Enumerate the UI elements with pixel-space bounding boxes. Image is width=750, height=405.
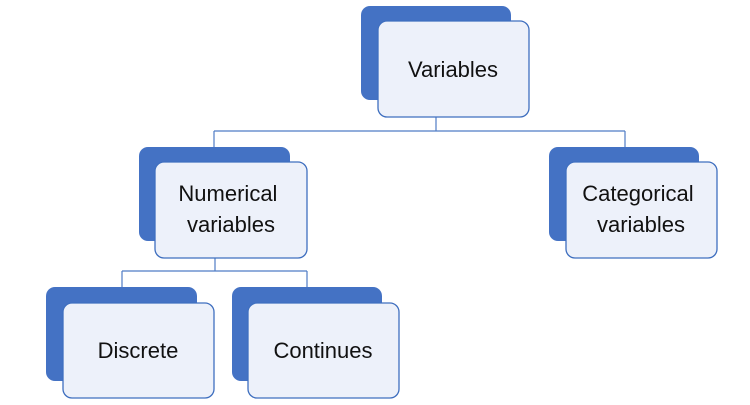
node-continues-label: Continues: [273, 338, 372, 363]
node-discrete: Discrete: [46, 287, 215, 399]
node-numerical-front: [154, 161, 308, 259]
connector-numerical-children: [121, 258, 308, 288]
connector-variables-children: [213, 117, 626, 148]
node-continues: Continues: [232, 287, 400, 399]
node-variables-line-1: Variables: [408, 57, 498, 82]
node-discrete-front: [62, 302, 215, 399]
node-categorical-label: Categorical variables: [582, 181, 699, 237]
node-categorical-line-1: Categorical: [582, 181, 693, 206]
node-categorical-variables: Categorical variables: [549, 147, 718, 259]
node-categorical-front: [565, 161, 718, 259]
node-numerical-variables: Numerical variables: [139, 147, 308, 259]
node-variables-front: [377, 20, 530, 118]
node-variables-label: Variables: [408, 57, 498, 82]
node-discrete-line-1: Discrete: [98, 338, 179, 363]
connectors: [121, 117, 626, 288]
node-numerical-label: Numerical variables: [178, 181, 283, 237]
node-numerical-line-1: Numerical: [178, 181, 277, 206]
node-categorical-line-2: variables: [597, 212, 685, 237]
node-continues-front: [247, 302, 400, 399]
node-variables: Variables: [361, 6, 530, 118]
node-continues-line-1: Continues: [273, 338, 372, 363]
node-numerical-line-2: variables: [187, 212, 275, 237]
node-discrete-label: Discrete: [98, 338, 179, 363]
